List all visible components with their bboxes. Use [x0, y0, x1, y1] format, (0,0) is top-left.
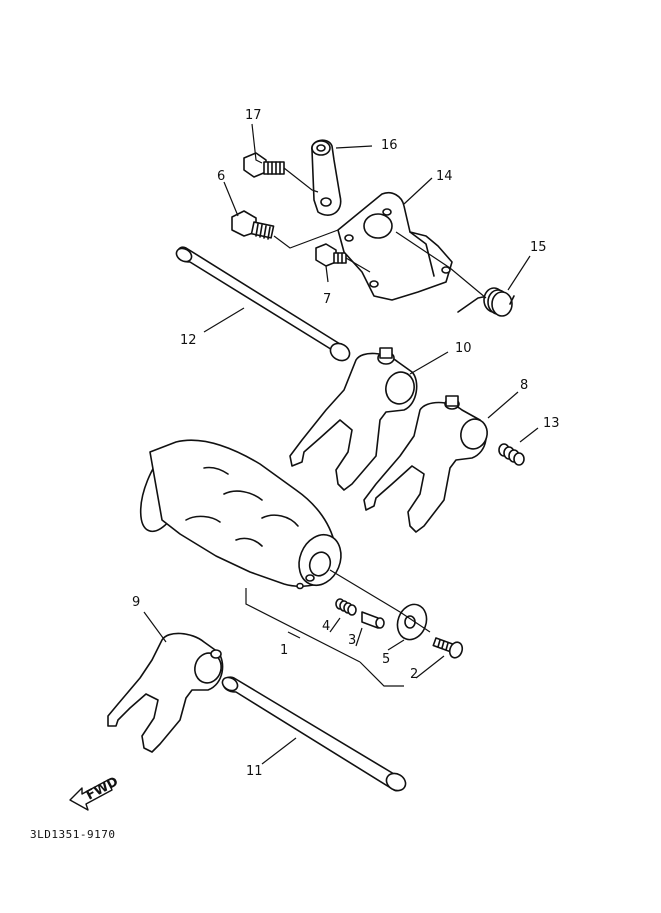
part-1-shift-drum — [139, 439, 342, 590]
callout-17: 17 — [245, 108, 262, 123]
leader-9 — [143, 611, 167, 643]
callout-2: 2 — [410, 667, 418, 682]
part-16-stopper-lever — [311, 139, 342, 216]
leader-4 — [329, 617, 341, 633]
part-17-bolt — [243, 152, 285, 178]
callout-4: 4 — [322, 619, 330, 634]
leader-6 — [223, 181, 239, 217]
leader-17 — [251, 123, 263, 164]
part-8-shift-fork — [363, 395, 488, 533]
callout-16: 16 — [381, 138, 398, 153]
leader-3 — [355, 627, 363, 647]
leader-1 — [287, 631, 301, 639]
callout-9: 9 — [132, 595, 140, 610]
leader-17-axis — [283, 167, 319, 193]
leader-16 — [335, 145, 373, 149]
callout-7: 7 — [323, 292, 331, 307]
callout-3: 3 — [348, 633, 356, 648]
leader-15 — [507, 255, 531, 291]
leader-2 — [415, 655, 445, 679]
leader-8 — [487, 391, 519, 419]
part-14-bracket — [337, 191, 453, 301]
leader-13 — [519, 427, 539, 443]
leader-7-axis — [345, 257, 371, 273]
callout-14: 14 — [436, 169, 453, 184]
leader-5 — [387, 639, 405, 651]
leader-6-axis — [273, 229, 339, 249]
part-10-shift-fork — [289, 347, 418, 491]
fwd-arrow: FWD — [69, 774, 121, 811]
part-12-guide-bar — [175, 246, 351, 362]
callout-13: 13 — [543, 416, 560, 431]
part-11-guide-bar — [221, 676, 407, 792]
part-9-shift-fork — [107, 632, 224, 753]
part-5-washer — [396, 603, 428, 641]
part-6-bolt — [231, 210, 275, 240]
leader-7 — [325, 265, 329, 283]
leader-10 — [409, 351, 449, 375]
part-13-spring — [498, 443, 525, 466]
callout-1: 1 — [280, 643, 288, 658]
bracket-1b — [359, 661, 404, 687]
leader-14-axis — [395, 231, 487, 299]
callout-5: 5 — [382, 652, 390, 667]
part-4-spring — [335, 598, 357, 616]
callout-12: 12 — [180, 333, 197, 348]
callout-15: 15 — [530, 240, 547, 255]
part-7-bolt — [315, 243, 347, 267]
leader-11 — [261, 737, 297, 765]
callout-6: 6 — [217, 169, 225, 184]
drum-axis — [329, 569, 431, 633]
part-3-pin — [361, 611, 385, 629]
callout-11: 11 — [246, 764, 263, 779]
bracket-1 — [245, 588, 361, 663]
fwd-label: FWD — [84, 774, 121, 803]
callout-8: 8 — [520, 378, 528, 393]
part-15-spring — [457, 287, 515, 317]
leader-12 — [203, 307, 245, 333]
reference-code: 3LD1351-9170 — [30, 828, 116, 841]
leader-14 — [403, 177, 433, 205]
callout-10: 10 — [455, 341, 472, 356]
part-2-screw — [432, 637, 464, 659]
